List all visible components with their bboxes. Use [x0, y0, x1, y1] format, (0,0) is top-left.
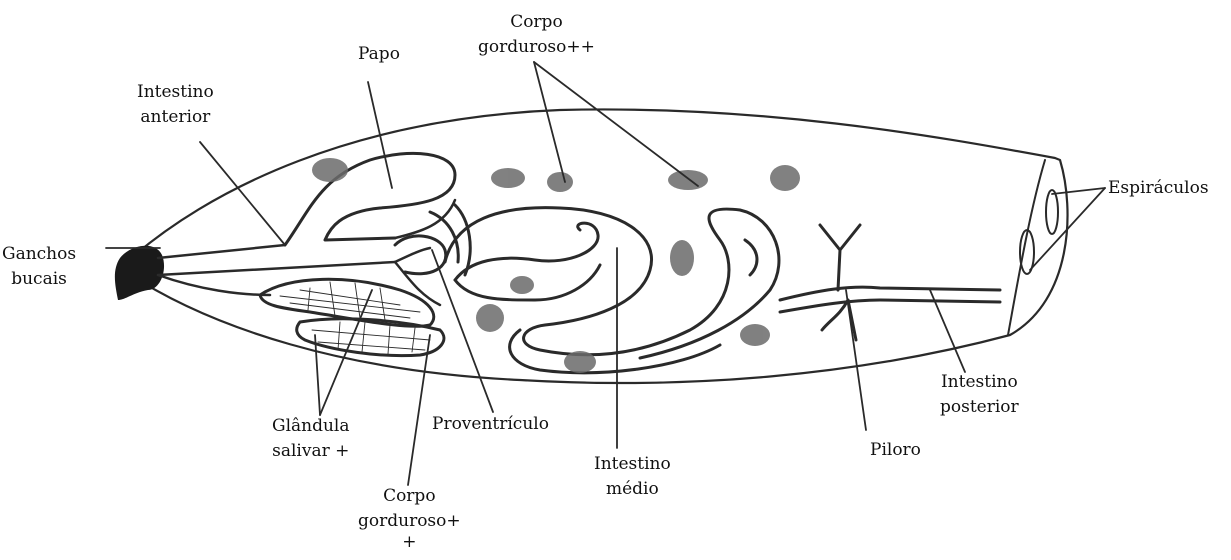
label-proventriculo: Proventrículo [432, 412, 549, 437]
leader-corpo-gorduroso-b [534, 62, 698, 186]
label-intestino-posterior-line2: posterior [940, 395, 1019, 420]
malpighian-tubules [820, 225, 860, 340]
label-intestino-medio-line2: médio [594, 477, 671, 502]
label-papo-text: Papo [358, 42, 400, 67]
leader-corpo-gorduroso-a [534, 62, 565, 182]
label-corpo-bottom-line2: gorduroso+ [358, 509, 461, 534]
label-ganchos-line2: bucais [2, 267, 76, 292]
leader-lines [106, 62, 1105, 485]
label-espiraculos: Espiráculos [1108, 176, 1209, 201]
label-corpo-gorduroso-bottom: Corpo gorduroso+ + [358, 484, 461, 550]
hindgut [780, 287, 1000, 312]
leader-piloro [846, 290, 866, 430]
crop [285, 153, 455, 245]
label-corpo-top-line2: gorduroso++ [478, 35, 595, 60]
proventriculus [395, 205, 470, 275]
label-corpo-bottom-line1: Corpo [358, 484, 461, 509]
label-ganchos-bucais: Ganchos bucais [2, 242, 76, 292]
label-papo: Papo [358, 42, 400, 67]
label-glandula-line1: Glândula [272, 414, 350, 439]
leader-papo [368, 82, 392, 188]
label-intestino-posterior-line1: Intestino [940, 370, 1019, 395]
label-proventriculo-text: Proventrículo [432, 412, 549, 437]
label-ganchos-line1: Ganchos [2, 242, 76, 267]
leader-corpo-gorduroso-bottom [408, 335, 430, 485]
label-corpo-top-line1: Corpo [478, 10, 595, 35]
label-corpo-gorduroso-top: Corpo gorduroso++ [478, 10, 595, 60]
label-intestino-anterior-line1: Intestino [137, 80, 214, 105]
leader-intestino-anterior [200, 142, 285, 245]
label-intestino-anterior-line2: anterior [137, 105, 214, 130]
leader-glandula-a [315, 335, 320, 415]
label-espiraculos-text: Espiráculos [1108, 176, 1209, 201]
label-glandula-line2: salivar + [272, 439, 350, 464]
midgut [445, 208, 779, 373]
fat-body-clumps [312, 158, 800, 373]
label-intestino-medio-line1: Intestino [594, 452, 671, 477]
label-glandula-salivar: Glândula salivar + [272, 414, 350, 464]
leader-espiraculos-a [1052, 188, 1105, 194]
label-intestino-medio: Intestino médio [594, 452, 671, 502]
label-intestino-anterior: Intestino anterior [137, 80, 214, 130]
label-corpo-bottom-line3: + [358, 534, 461, 550]
label-piloro: Piloro [870, 438, 921, 463]
label-piloro-text: Piloro [870, 438, 921, 463]
spiracle-right [1046, 190, 1058, 234]
foregut [158, 245, 395, 275]
label-intestino-posterior: Intestino posterior [940, 370, 1019, 420]
